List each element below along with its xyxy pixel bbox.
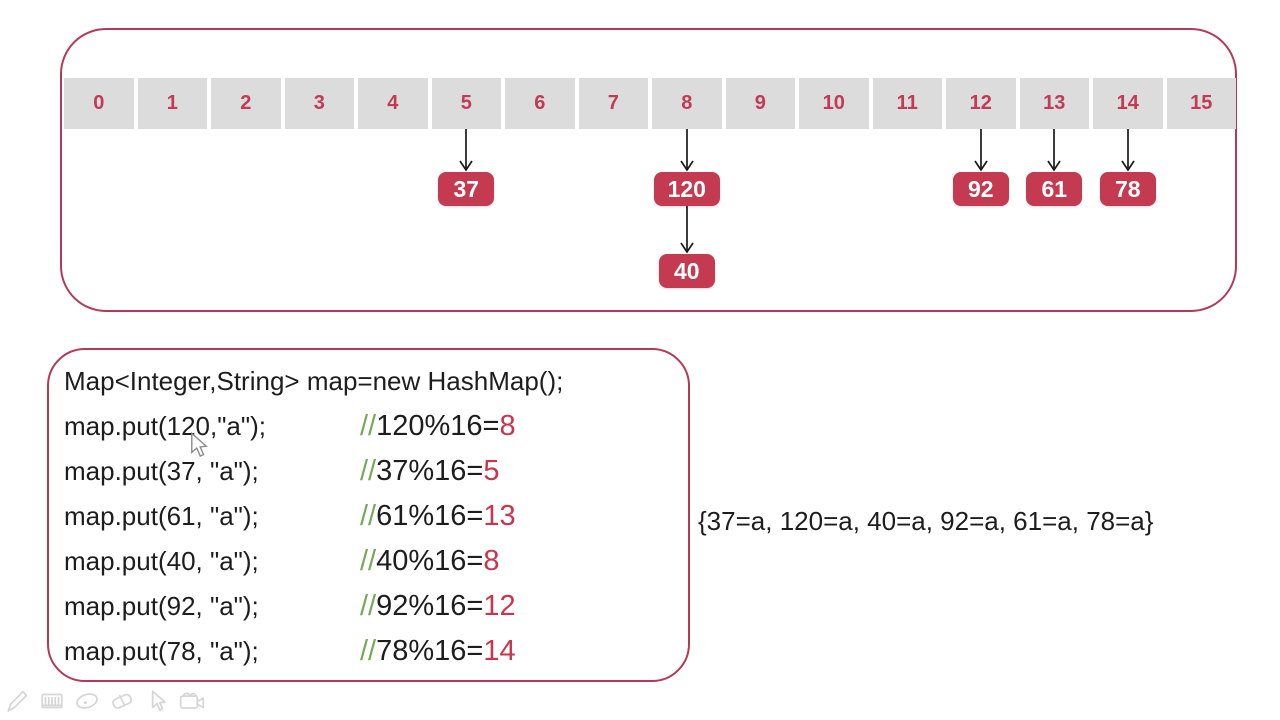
code-statement-row: map.put(78, "a"); //78%16=14 <box>64 629 682 674</box>
mod-comment: //61%16=13 <box>360 500 516 533</box>
mod-result: 5 <box>483 455 500 487</box>
mod-expression: 61%16= <box>376 500 484 532</box>
code-statement-row: map.put(120,"a"); //120%16=8 <box>64 404 682 449</box>
comment-slashes: // <box>360 455 377 487</box>
code-statement-row: map.put(37, "a"); //37%16=5 <box>64 449 682 494</box>
mod-expression: 78%16= <box>376 635 484 667</box>
cursor-tool-icon[interactable] <box>143 687 171 715</box>
code-text: map.put(92, "a"); <box>64 591 259 621</box>
bucket-cell: 14 <box>1093 78 1163 129</box>
mod-comment: //78%16=14 <box>360 635 516 668</box>
code-declaration-row: Map<Integer,String> map=new HashMap(); <box>64 359 682 404</box>
code-declaration: Map<Integer,String> map=new HashMap(); <box>64 366 564 396</box>
map-result-text: {37=a, 120=a, 40=a, 92=a, 61=a, 78=a} <box>698 506 1154 536</box>
mod-result: 8 <box>483 545 500 577</box>
comment-slashes: // <box>360 500 377 532</box>
mod-result: 14 <box>483 635 516 667</box>
code-statement-row: map.put(40, "a"); //40%16=8 <box>64 539 682 584</box>
bucket-cell: 1 <box>137 78 207 129</box>
bucket-cell: 11 <box>872 78 942 129</box>
bucket-cell: 7 <box>578 78 648 129</box>
bucket-cell: 8 <box>652 78 722 129</box>
comment-slashes: // <box>360 590 377 622</box>
mod-expression: 120%16= <box>376 410 500 442</box>
bucket-cell: 15 <box>1166 78 1236 129</box>
bucket-cell: 0 <box>64 78 134 129</box>
bucket-cell: 5 <box>431 78 501 129</box>
mod-expression: 37%16= <box>376 455 484 487</box>
code-text: map.put(120,"a"); <box>64 411 267 441</box>
mod-comment: //40%16=8 <box>360 545 500 578</box>
code-rows: Map<Integer,String> map=new HashMap(); m… <box>64 359 682 674</box>
mod-expression: 92%16= <box>376 590 484 622</box>
comment-slashes: // <box>360 635 377 667</box>
mod-expression: 40%16= <box>376 545 484 577</box>
code-panel: Map<Integer,String> map=new HashMap(); m… <box>47 348 690 682</box>
mod-comment: //120%16=8 <box>360 410 516 443</box>
bucket-cell: 13 <box>1019 78 1089 129</box>
code-text: map.put(40, "a"); <box>64 546 259 576</box>
bucket-cell: 3 <box>284 78 354 129</box>
bucket-cell: 4 <box>358 78 428 129</box>
bucket-cell: 6 <box>505 78 575 129</box>
keyboard-icon[interactable] <box>38 687 66 715</box>
mod-result: 8 <box>499 410 516 442</box>
mod-result: 13 <box>483 500 516 532</box>
code-statement-row: map.put(92, "a"); //92%16=12 <box>64 584 682 629</box>
code-text: map.put(78, "a"); <box>64 636 259 666</box>
code-statement-row: map.put(61, "a"); //61%16=13 <box>64 494 682 539</box>
mod-comment: //92%16=12 <box>360 590 516 623</box>
eraser-icon[interactable] <box>108 687 136 715</box>
mod-result: 12 <box>483 590 516 622</box>
comment-slashes: // <box>360 410 377 442</box>
camera-icon[interactable] <box>178 687 206 715</box>
hash-array-panel <box>60 28 1237 312</box>
code-text: map.put(37, "a"); <box>64 456 259 486</box>
mod-comment: //37%16=5 <box>360 455 500 488</box>
bucket-cell: 2 <box>211 78 281 129</box>
annotation-toolbar <box>3 687 206 715</box>
bucket-cell: 10 <box>799 78 869 129</box>
bucket-cell: 12 <box>946 78 1016 129</box>
pencil-icon[interactable] <box>3 687 31 715</box>
highlighter-ellipse-icon[interactable] <box>73 687 101 715</box>
mouse-cursor <box>191 432 208 457</box>
code-text: map.put(61, "a"); <box>64 501 259 531</box>
comment-slashes: // <box>360 545 377 577</box>
bucket-cell: 9 <box>725 78 795 129</box>
